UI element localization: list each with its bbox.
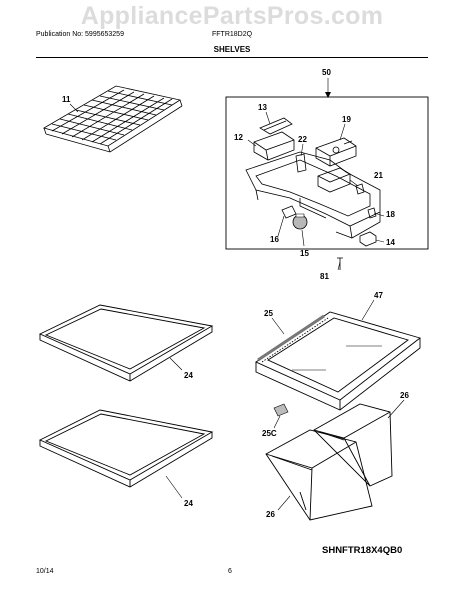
crisper-cover-drawing [255, 311, 421, 411]
callout-81: 81 [320, 272, 329, 281]
callout-25: 25 [264, 309, 273, 318]
page-title: SHELVES [213, 45, 251, 54]
callout-19: 19 [342, 115, 351, 124]
watermark: AppliancePartsPros.com [80, 2, 384, 30]
glass-shelf-upper-drawing [38, 304, 214, 382]
leader-26b [277, 495, 291, 511]
callout-11: 11 [62, 95, 71, 104]
callout-15: 15 [300, 249, 309, 258]
bulb-base [295, 213, 305, 218]
footer-date: 10/14 [36, 568, 54, 575]
leader-24b [165, 475, 183, 499]
callout-21: 21 [374, 171, 383, 180]
glass-shelf-lower-drawing [38, 409, 214, 488]
control-housing-drawing [245, 117, 381, 270]
callout-26-front: 26 [266, 510, 275, 519]
leader-24a [169, 357, 183, 371]
cover-clip [273, 403, 289, 417]
callout-24-upper: 24 [184, 371, 193, 380]
diagram-code: SHNFTR18X4QB0 [322, 545, 403, 556]
leader-47 [361, 299, 375, 321]
callout-13: 13 [258, 103, 267, 112]
callout-25c: 25C [262, 429, 277, 438]
footer-page-number: 6 [228, 568, 232, 575]
callout-26-rear: 26 [400, 391, 409, 400]
callout-12: 12 [234, 133, 243, 142]
leader-25 [271, 317, 285, 335]
callout-47: 47 [374, 291, 383, 300]
housing-leaders [247, 111, 385, 271]
wire-shelf-drawing [42, 85, 183, 153]
leader-26a [387, 399, 405, 419]
publication-number: Publication No: 5995653259 [36, 31, 124, 38]
callout-50: 50 [322, 68, 331, 77]
crisper-drawers-drawing [265, 403, 393, 521]
callout-24-lower: 24 [184, 499, 193, 508]
arrow-50 [325, 92, 331, 98]
leader-25c [273, 415, 281, 429]
callout-18: 18 [386, 210, 395, 219]
header-rule [36, 57, 428, 58]
housing-box [225, 96, 429, 250]
leader-11 [69, 103, 79, 113]
callout-16: 16 [270, 235, 279, 244]
callout-14: 14 [386, 238, 395, 247]
model-number: FFTR18D2Q [212, 31, 253, 38]
callout-22: 22 [298, 135, 307, 144]
